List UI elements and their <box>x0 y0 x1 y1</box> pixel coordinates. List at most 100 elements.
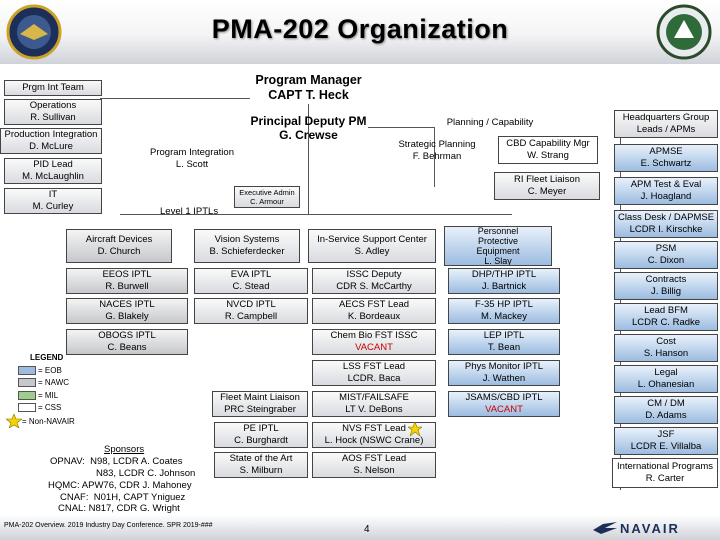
issc-title: Chem Bio FST ISSC <box>330 330 418 341</box>
cbd-capability-title: CBD Capability Mgr <box>506 138 590 149</box>
sponsor-line: N83, LCDR C. Johnson <box>96 468 196 479</box>
aos-fst-box: AOS FST Lead S. Nelson <box>312 452 436 478</box>
personnel-line-2: Protective <box>477 236 519 246</box>
legend-label: = MIL <box>38 391 59 400</box>
aecs-fst-box: AECS FST Lead K. Bordeaux <box>312 298 436 324</box>
iptl-name: R. Campbell <box>224 311 278 322</box>
hq-group-header: Headquarters Group Leads / APMs <box>614 110 718 138</box>
vision-systems-name: B. Schieferdecker <box>209 246 285 257</box>
personnel-line-4: L. Slay <box>484 256 512 266</box>
pe-iptl-title: PE IPTL <box>243 423 279 434</box>
fleet-maint-name: PRC Steingraber <box>224 404 296 415</box>
in-service-support-name: S. Adley <box>354 246 390 257</box>
hq-item-name: LCDR I. Kirschke <box>629 224 703 235</box>
production-title: Production Integration <box>4 129 98 140</box>
in-service-support-title: In-Service Support Center <box>317 234 427 245</box>
it-name: M. Curley <box>32 201 74 212</box>
iptl-box-naces: NACES IPTL G. Blakely <box>66 298 188 324</box>
hq-item-title: JSF <box>657 429 675 440</box>
chem-bio-fst-box: Chem Bio FST ISSC VACANT <box>312 329 436 355</box>
sponsor-line: CNAF: N01H, CAPT Yniguez <box>60 492 186 503</box>
hq-item: APMSE E. Schwartz <box>614 144 718 172</box>
hq-item: Cost S. Hanson <box>614 334 718 362</box>
iptl-title: F-35 HP IPTL <box>475 299 533 310</box>
personnel-line-1: Personnel <box>477 226 519 236</box>
legend-swatch <box>18 391 36 400</box>
legend-swatch <box>18 403 36 412</box>
iptl-name: C. Beans <box>107 342 147 353</box>
lss-fst-box: LSS FST Lead LCDR. Baca <box>312 360 436 386</box>
hq-item-title: Contracts <box>645 274 687 285</box>
pid-lead-name: M. McLaughlin <box>22 171 84 182</box>
hq-item: Legal L. Ohanesian <box>614 365 718 393</box>
legend-label: = Non-NAVAIR <box>22 416 75 426</box>
prgm-int-team-box: Prgm Int Team <box>4 80 102 96</box>
legend-label: = NAWC <box>38 378 70 387</box>
connector-line <box>434 127 435 187</box>
connector-line <box>308 104 309 214</box>
ri-fleet-title: RI Fleet Liaison <box>513 174 580 185</box>
phys-monitor-iptl-box: Phys Monitor IPTL J. Wathen <box>448 360 560 386</box>
footer-note: PMA-202 Overview. 2019 Industry Day Conf… <box>4 522 213 529</box>
vacant-label: VACANT <box>485 404 523 415</box>
hq-item: JSF LCDR E. Villalba <box>614 427 718 455</box>
iptl-box-nvcd: NVCD IPTL R. Campbell <box>194 298 308 324</box>
operations-name: R. Sullivan <box>30 112 76 123</box>
iptl-name: M. Mackey <box>481 311 527 322</box>
iptl-name: J. Wathen <box>482 373 526 384</box>
cbd-capability-box: CBD Capability Mgr W. Strang <box>498 136 598 164</box>
hq-item-title: APMSE <box>649 146 683 157</box>
iptl-name: R. Burwell <box>105 281 149 292</box>
personnel-protective-box: Personnel Protective Equipment L. Slay <box>444 226 552 266</box>
hq-item-name: LCDR E. Villalba <box>630 441 702 452</box>
executive-admin-name: C. Armour <box>250 197 284 206</box>
hq-item-name: R. Carter <box>645 473 685 484</box>
legend-item: = NAWC <box>18 378 69 387</box>
navair-logo: NAVAIR <box>620 521 680 536</box>
iptl-name: G. Blakely <box>105 311 149 322</box>
hq-item-name: L. Ohanesian <box>637 379 695 390</box>
production-name: D. McLure <box>29 141 73 152</box>
state-of-art-title: State of the Art <box>229 453 293 464</box>
program-integration-box: Program Integration L. Scott <box>140 146 244 172</box>
connector-line <box>120 214 512 215</box>
page-title: PMA-202 Organization <box>211 14 509 44</box>
it-title: IT <box>48 189 58 200</box>
iptl-name: J. Bartnick <box>481 281 527 292</box>
issc-title: NVS FST Lead <box>342 423 406 434</box>
hq-item-title: PSM <box>655 243 677 254</box>
production-integration-box: Production Integration D. McLure <box>0 128 102 154</box>
iptl-box-eeos: EEOS IPTL R. Burwell <box>66 268 188 294</box>
connector-line <box>100 98 250 99</box>
iptl-title: Phys Monitor IPTL <box>464 361 544 372</box>
page-number: 4 <box>364 524 370 535</box>
operations-title: Operations <box>29 100 77 111</box>
pe-iptl-box: PE IPTL C. Burghardt <box>214 422 308 448</box>
hq-item: PSM C. Dixon <box>614 241 718 269</box>
iptl-title: LEP IPTL <box>483 330 525 341</box>
dhp-thp-iptl-box: DHP/THP IPTL J. Bartnick <box>448 268 560 294</box>
legend-item: = MIL <box>18 391 58 400</box>
program-manager-title: Program Manager <box>255 73 362 87</box>
issc-name: K. Bordeaux <box>347 311 401 322</box>
fleet-maint-title: Fleet Maint Liaison <box>220 392 300 403</box>
issc-title: LSS FST Lead <box>342 361 406 372</box>
hq-item-name: D. Adams <box>645 410 687 421</box>
principal-deputy-title: Principal Deputy PM <box>250 114 367 128</box>
sponsor-line: HQMC: APW76, CDR J. Mahoney <box>48 480 192 491</box>
strategic-planning-name: F. Behrman <box>412 151 462 162</box>
hq-item: Contracts J. Billig <box>614 272 718 300</box>
iptl-title: EEOS IPTL <box>102 269 152 280</box>
issc-name: LT V. DeBons <box>345 404 403 415</box>
vision-systems-title: Vision Systems <box>214 234 280 245</box>
personnel-line-3: Equipment <box>476 246 520 256</box>
iptl-title: DHP/THP IPTL <box>471 269 537 280</box>
vacant-label: VACANT <box>355 342 393 353</box>
issc-name: LCDR. Baca <box>347 373 401 384</box>
program-integration-name: L. Scott <box>175 159 209 170</box>
legend-title: LEGEND <box>30 353 64 362</box>
iptl-title: JSAMS/CBD IPTL <box>465 392 543 403</box>
connector-line <box>368 127 434 128</box>
issc-name: S. Nelson <box>353 465 395 476</box>
hq-item-name: LCDR C. Radke <box>631 317 701 328</box>
